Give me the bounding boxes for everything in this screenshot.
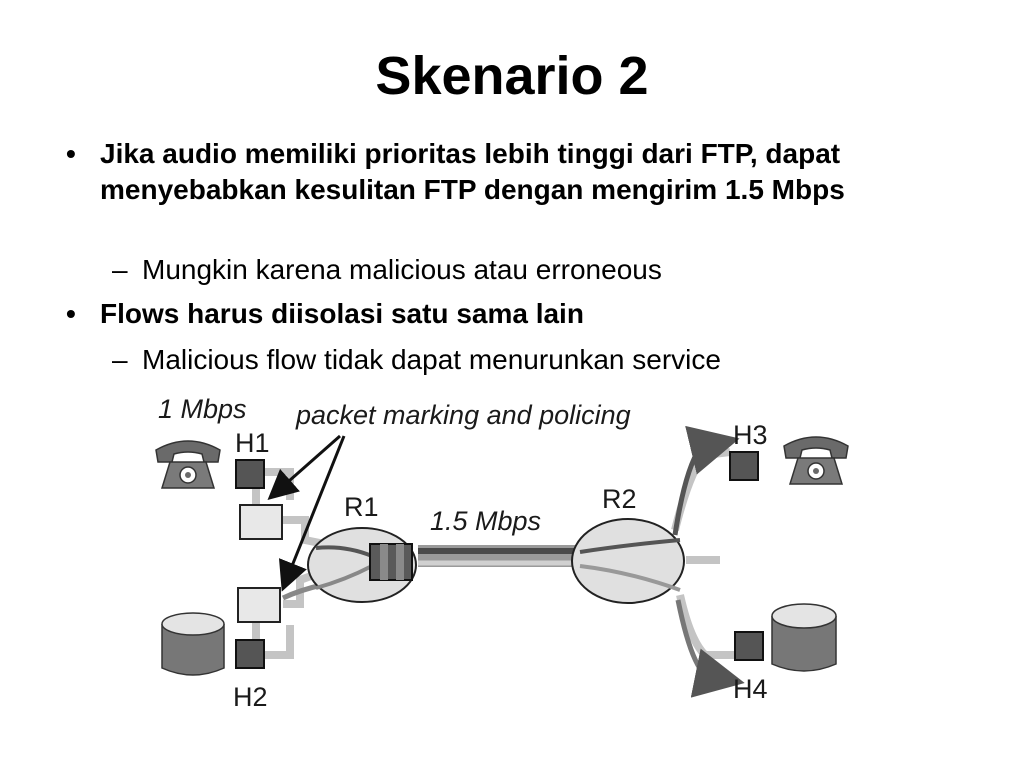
bullet-marker: •	[66, 298, 76, 329]
database-icon	[161, 612, 225, 676]
host-label-h3: H3	[733, 420, 768, 450]
sub-bullet-marker: –	[112, 344, 128, 375]
rate-label-h1: 1 Mbps	[158, 394, 247, 424]
router-label-r1: R1	[344, 492, 379, 522]
router-r1	[307, 527, 417, 603]
sub-bullet-2: –Malicious flow tidak dapat menurunkan s…	[112, 342, 721, 378]
host-h3	[729, 451, 759, 481]
bullet-text: Flows harus diisolasi satu sama lain	[100, 298, 584, 329]
host-label-h4: H4	[733, 674, 768, 704]
host-label-h1: H1	[235, 428, 270, 458]
database-icon	[771, 603, 837, 672]
telephone-icon	[155, 440, 221, 489]
policing-arrows	[267, 434, 346, 592]
sub-bullet-text: Mungkin karena malicious atau erroneous	[142, 254, 662, 285]
router-label-r2: R2	[602, 484, 637, 514]
host-h1	[235, 459, 265, 489]
host-h2	[235, 639, 265, 669]
r2-links	[671, 425, 745, 698]
sub-bullet-marker: –	[112, 254, 128, 285]
host-label-h2: H2	[233, 682, 268, 712]
bullet-text: Jika audio memiliki prioritas lebih ting…	[100, 138, 845, 205]
sub-bullet-1: –Mungkin karena malicious atau erroneous	[112, 252, 662, 288]
policer-h1	[239, 504, 283, 540]
policing-label: packet marking and policing	[295, 400, 631, 430]
telephone-icon	[783, 436, 849, 485]
slide-title: Skenario 2	[375, 46, 649, 106]
link-rate-label: 1.5 Mbps	[430, 506, 541, 536]
host-h4	[734, 631, 764, 661]
policer-h2	[237, 587, 281, 623]
bullet-marker: •	[66, 138, 76, 169]
router-r2	[571, 518, 685, 604]
link-r1-r2	[418, 545, 590, 567]
sub-bullet-text: Malicious flow tidak dapat menurunkan se…	[142, 344, 721, 375]
